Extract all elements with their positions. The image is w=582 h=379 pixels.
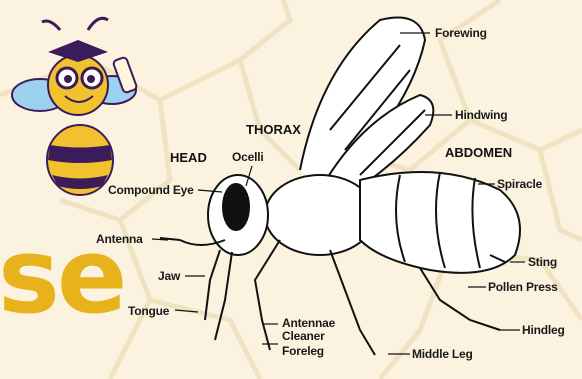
label-forewing: Forewing bbox=[435, 26, 487, 40]
label-compound-eye: Compound Eye bbox=[108, 183, 194, 197]
label-pollen-press: Pollen Press bbox=[488, 280, 558, 294]
section-abdomen: ABDOMEN bbox=[445, 145, 512, 160]
label-antenna: Antenna bbox=[96, 232, 143, 246]
label-spiracle: Spiracle bbox=[497, 177, 542, 191]
mascot-bee-icon bbox=[12, 18, 137, 195]
label-antennae-cleaner-2: Cleaner bbox=[282, 329, 325, 343]
section-thorax: THORAX bbox=[246, 122, 301, 137]
label-sting: Sting bbox=[528, 255, 557, 269]
label-hindwing: Hindwing bbox=[455, 108, 507, 122]
label-foreleg: Foreleg bbox=[282, 344, 324, 358]
label-antennae-cleaner-1: Antennae bbox=[282, 316, 335, 330]
label-jaw: Jaw bbox=[158, 269, 180, 283]
label-ocelli: Ocelli bbox=[232, 150, 263, 164]
label-middle-leg: Middle Leg bbox=[412, 347, 473, 361]
honeybee-anatomy-icon bbox=[160, 18, 520, 356]
label-tongue: Tongue bbox=[128, 304, 169, 318]
section-head: HEAD bbox=[170, 150, 207, 165]
label-hindleg: Hindleg bbox=[522, 323, 565, 337]
